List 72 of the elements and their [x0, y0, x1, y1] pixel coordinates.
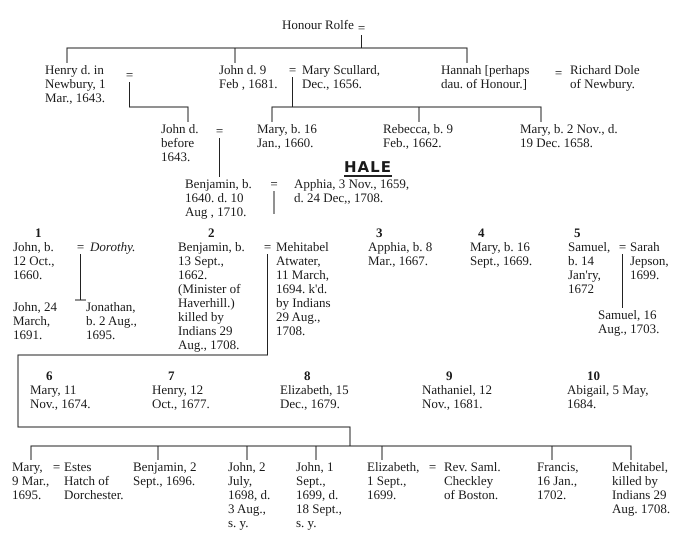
descent-line — [292, 106, 542, 122]
generation-number: 1 — [35, 226, 42, 240]
person-entry: John, 2 July, 1698, d. 3 Aug., s. y. — [228, 460, 276, 530]
person-entry: Mary, b. 2 Nov., d. 19 Dec. 1658. — [520, 122, 630, 150]
person-entry: Nathaniel, 12 Nov., 1681. — [422, 383, 494, 411]
person-entry: Mary, b. 16 Sept., 1669. — [470, 240, 534, 268]
descent-line — [361, 48, 468, 64]
marriage-sign: = — [356, 21, 367, 35]
generation-number: 3 — [376, 226, 382, 240]
person-entry: Richard Dole of Newbury. — [570, 63, 646, 91]
person-entry: Henry, 12 Oct., 1677. — [152, 383, 211, 411]
descent-line — [350, 446, 632, 460]
descent-line — [234, 48, 362, 64]
marriage-sign: = — [52, 460, 61, 474]
generation-number: 5 — [574, 226, 580, 240]
person-entry: Mary, 9 Mar., 1695. — [12, 460, 51, 502]
person-entry: Honour Rolfe — [282, 18, 356, 32]
person-entry: Benjamin, b. 13 Sept., 1662. (Minister of Haverhill.) killed by Indians 29 Aug., 1708. — [178, 240, 246, 352]
generation-number: 4 — [478, 226, 484, 240]
generation-number: 10 — [587, 369, 600, 383]
descent-line — [292, 76, 293, 108]
person-entry: Mary Scullard, Dec., 1656. — [302, 63, 397, 91]
person-entry: Henry d. in Newbury, 1 Mar., 1643. — [45, 63, 121, 105]
person-entry: Mehitabel Atwater, 11 March, 1694. k'd. by Indians 29 Aug., 1708. — [276, 240, 333, 338]
person-entry: Dorothy. — [90, 240, 150, 254]
descent-line — [129, 82, 188, 122]
person-entry: Apphia, 3 Nov., 1659, d. 24 Dec,, 1708. — [294, 177, 410, 205]
person-entry: Mehitabel, killed by Indians 29 Aug. 1708. — [612, 460, 678, 516]
person-entry: Francis, 16 Jan., 1702. — [537, 460, 587, 502]
person-entry: Jonathan, b. 2 Aug., 1695. — [86, 300, 144, 342]
person-entry: Apphia, b. 8 Mar., 1667. — [368, 240, 434, 268]
marriage-sign: = — [262, 240, 273, 254]
generation-number: 6 — [46, 369, 52, 383]
person-entry: Abigail, 5 May, 1684. — [567, 383, 650, 411]
person-entry: Benjamin, 2 Sept., 1696. — [133, 460, 211, 488]
person-entry: John d. before 1643. — [161, 122, 211, 164]
generation-number: 9 — [446, 369, 452, 383]
person-entry: John, 24 March, 1691. — [13, 300, 75, 342]
descent-line — [622, 254, 623, 308]
descent-line — [80, 254, 81, 300]
person-entry: Rev. Saml. Checkley of Boston. — [444, 460, 504, 502]
marriage-sign: = — [427, 460, 438, 474]
person-entry: Sarah Jepson, 1699. — [630, 240, 680, 282]
generation-number: 7 — [168, 369, 174, 383]
marriage-sign: = — [617, 240, 628, 254]
person-entry: Samuel, 16 Aug., 1703. — [598, 308, 668, 336]
descent-line — [219, 138, 220, 178]
descent-line — [272, 106, 293, 122]
marriage-sign: = — [268, 177, 280, 191]
marriage-sign: = — [287, 63, 298, 77]
generation-number: 8 — [304, 369, 310, 383]
person-entry: Estes Hatch of Dorchester. — [64, 460, 125, 502]
descent-line — [361, 34, 362, 48]
person-entry: John, 1 Sept., 1699, d. 18 Sept., s. y. — [296, 460, 346, 530]
marriage-sign: = — [75, 240, 86, 254]
person-entry: Mary, 11 Nov., 1674. — [30, 383, 92, 411]
marriage-sign: = — [553, 66, 564, 80]
generation-number: 2 — [208, 226, 214, 240]
person-entry: Hannah [perhaps dau. of Honour.] — [441, 63, 541, 91]
person-entry: Benjamin, b. 1640. d. 10 Aug , 1710. — [185, 177, 254, 219]
person-entry: John, b. 12 Oct., 1660. — [13, 240, 56, 282]
handwritten-note: HALE — [344, 160, 392, 177]
person-entry: Mary, b. 16 Jan., 1660. — [257, 122, 332, 150]
person-entry: Rebecca, b. 9 Feb., 1662. — [383, 122, 465, 150]
person-entry: Elizabeth, 1 Sept., 1699. — [367, 460, 424, 502]
marriage-sign: = — [124, 68, 135, 82]
person-entry: Elizabeth, 15 Dec., 1679. — [280, 383, 350, 411]
marriage-sign: = — [214, 124, 225, 138]
person-entry: John d. 9 Feb , 1681. — [219, 63, 287, 91]
descent-line — [18, 254, 350, 446]
descent-line — [316, 446, 350, 460]
person-entry: Samuel, b. 14 Jan'ry, 1672 — [568, 240, 612, 296]
